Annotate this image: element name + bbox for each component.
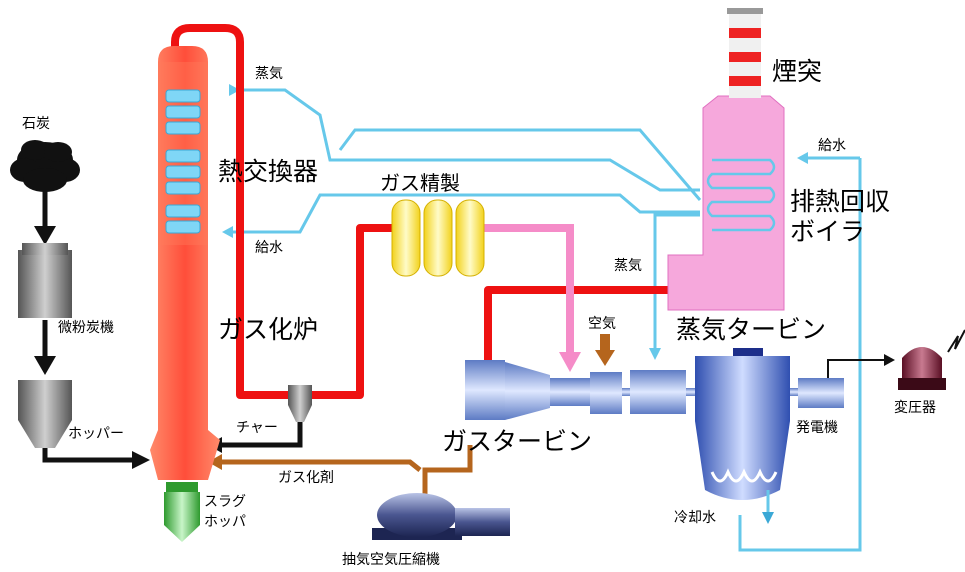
- air-compressor-icon: [372, 493, 510, 540]
- air-inlet-stem: [600, 334, 610, 352]
- label-gas-cleanup: ガス精製: [380, 171, 460, 195]
- label-char: チャー: [236, 420, 278, 436]
- steam-line-to-turbine: [653, 213, 700, 350]
- label-heat-exchanger: 熱交換器: [218, 157, 318, 186]
- arrow-steam-down: [649, 348, 661, 360]
- label-feedwater-right: 給水: [818, 138, 846, 154]
- steam-turbine-icon: [695, 348, 790, 500]
- label-gasifying-agent: ガス化剤: [278, 470, 334, 486]
- arrow-clean-gas: [559, 352, 581, 372]
- label-slag-hopper-1: スラグ: [204, 494, 246, 510]
- label-compressor: 抽気空気圧縮機: [342, 552, 440, 568]
- label-steam-turbine: 蒸気タービン: [676, 315, 826, 344]
- arrow-steam-top: [229, 84, 240, 96]
- label-slag-hopper-2: ホッパ: [204, 514, 246, 530]
- label-gas-turbine: ガスタービン: [442, 427, 592, 456]
- label-air: 空気: [588, 316, 616, 332]
- lightning-mark: [947, 329, 965, 353]
- feedwater-line-left: [232, 193, 700, 234]
- gasifying-agent-line: [222, 459, 422, 472]
- label-steam-top: 蒸気: [255, 66, 283, 82]
- label-pulverizer: 微粉炭機: [58, 320, 114, 336]
- char-separator-icon: [288, 385, 312, 422]
- arrow-coal-2: [34, 356, 56, 375]
- compressor-to-gt: [422, 445, 473, 495]
- hrsg-vessel: [667, 95, 785, 311]
- arrow-feedwater-left: [222, 226, 233, 238]
- gas-turbine-icon: [465, 360, 622, 420]
- gasifier-top-loop: [171, 24, 392, 399]
- arrow-cooling-water: [762, 512, 774, 524]
- label-hrsg-1: 排熱回収: [790, 187, 890, 216]
- label-hrsg-2: ボイラ: [790, 217, 865, 246]
- hrsg-coil: [706, 158, 776, 232]
- label-feedwater-left: 給水: [255, 240, 283, 256]
- arrow-coal-1: [34, 226, 56, 245]
- coal-pile-icon: [10, 140, 80, 192]
- hrsg-top-loop: [338, 128, 702, 201]
- arrow-hopper-gasifier: [132, 451, 150, 469]
- gt-coupling: [630, 370, 686, 414]
- label-stack: 煙突: [772, 57, 822, 86]
- label-cooling-water: 冷却水: [674, 510, 716, 526]
- hopper-icon: [18, 380, 72, 448]
- arrow-air: [595, 350, 615, 366]
- transformer-icon: [898, 347, 946, 390]
- label-coal: 石炭: [22, 116, 50, 132]
- pulverizer-icon: [18, 243, 72, 318]
- label-hopper: ホッパー: [68, 426, 124, 442]
- label-steam-mid: 蒸気: [614, 258, 642, 274]
- power-line: [827, 359, 885, 378]
- air-lines: [222, 445, 473, 495]
- label-generator: 発電機: [796, 420, 838, 436]
- arrow-power: [884, 354, 895, 366]
- slag-hopper-icon: [164, 482, 200, 542]
- label-transformer: 変圧器: [894, 399, 936, 416]
- steam-line-top: [232, 88, 700, 192]
- hopper-to-gasifier: [42, 440, 135, 463]
- gasifier-vessel: [150, 46, 220, 480]
- stack-icon: [727, 8, 763, 98]
- char-to-gasifier: [220, 420, 303, 448]
- arrow-feedwater-right: [797, 152, 808, 164]
- generator-icon: [798, 378, 844, 408]
- label-gasifier: ガス化炉: [218, 315, 318, 344]
- arrow-gasifying-agent: [208, 454, 222, 470]
- clean-gas-line: [482, 224, 574, 355]
- heat-exchanger-coils: [165, 89, 201, 234]
- gas-cleanup-icon: [391, 199, 485, 277]
- steam-water-lines: [232, 88, 862, 552]
- condenser-coil: [710, 468, 778, 483]
- feedwater-line-right: [738, 158, 862, 552]
- steam-arrowheads: [222, 84, 808, 360]
